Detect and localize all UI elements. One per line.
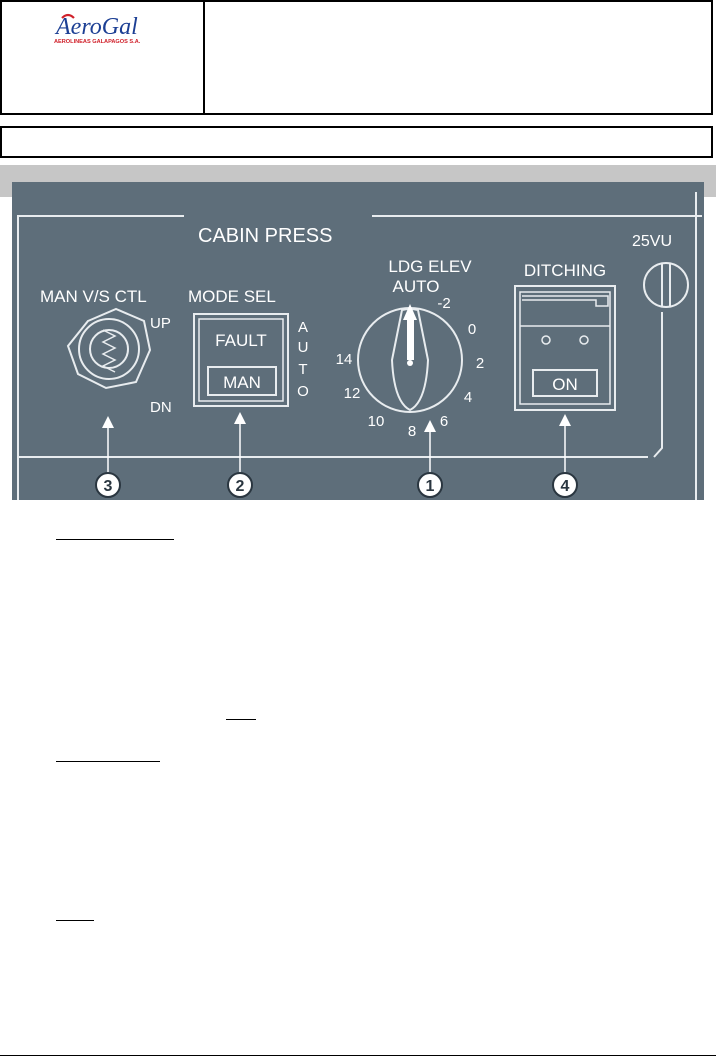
ldg-scale-2: 2: [476, 355, 484, 372]
ldg-elev-auto-label: AUTO: [393, 277, 440, 296]
heading-underline-2: [56, 761, 160, 762]
callout-3: 3: [95, 472, 121, 498]
logo-swoosh: [61, 13, 75, 19]
word-underline: [226, 719, 256, 720]
man-vs-ctl-toggle[interactable]: [66, 307, 152, 390]
ditching-on-label: ON: [552, 375, 578, 394]
svg-text:1: 1: [426, 478, 435, 495]
heading-underline-1: [56, 539, 174, 540]
logo-brand: AeroGal: [54, 14, 138, 40]
callout-4: 4: [552, 472, 578, 498]
ditching-guard[interactable]: [514, 285, 616, 411]
panel-background: [12, 182, 704, 500]
ditching-on-button[interactable]: [532, 369, 598, 397]
mode-sel-auto-a: A: [298, 319, 308, 336]
mode-sel-auto-u: U: [298, 339, 309, 356]
panel-frame-right-inner: [653, 312, 663, 458]
cabin-press-panel: CABIN PRESS 25VU MAN V/S CTL UP DN MODE …: [12, 182, 704, 500]
callout-2: 2: [227, 472, 253, 498]
svg-text:2: 2: [236, 478, 245, 495]
ldg-scale-10: 10: [368, 413, 385, 430]
mode-sel-man-label: MAN: [223, 373, 261, 392]
panel-id: 25VU: [632, 233, 672, 250]
man-vs-ctl-label: MAN V/S CTL: [40, 287, 147, 306]
callout-1: 1: [417, 472, 443, 498]
panel-screw-icon: [643, 262, 689, 308]
heading-underline-3: [56, 920, 94, 921]
ldg-scale-6: 6: [440, 413, 448, 430]
mode-sel-button[interactable]: [193, 313, 289, 407]
ldg-elev-knob[interactable]: [357, 304, 463, 413]
footer-rule: [0, 1055, 716, 1056]
mode-sel-label: MODE SEL: [188, 287, 276, 306]
ditching-label: DITCHING: [524, 261, 606, 280]
mode-sel-auto-o: O: [297, 383, 309, 400]
ldg-scale-8: 8: [408, 423, 416, 440]
ldg-scale-12: 12: [344, 385, 361, 402]
ldg-scale-minus2: -2: [437, 295, 450, 312]
header-divider: [203, 0, 205, 115]
man-vs-up-label: UP: [150, 315, 171, 332]
man-vs-dn-label: DN: [150, 399, 172, 416]
svg-text:3: 3: [104, 478, 113, 495]
header-box: [0, 0, 713, 115]
svg-text:4: 4: [561, 478, 570, 495]
ldg-elev-label: LDG ELEV: [388, 257, 472, 276]
ldg-scale-14: 14: [336, 351, 353, 368]
ldg-scale-4: 4: [464, 389, 472, 406]
ldg-scale-0: 0: [468, 321, 476, 338]
mode-sel-auto-t: T: [298, 361, 307, 378]
aerogal-logo: AeroGal AEROLINEAS GALAPAGOS S.A.: [54, 13, 141, 45]
panel-title: CABIN PRESS: [198, 225, 332, 247]
mode-sel-fault-label: FAULT: [215, 331, 267, 350]
title-bar: [0, 126, 713, 158]
logo-tagline: AEROLINEAS GALAPAGOS S.A.: [54, 39, 141, 45]
panel-frame-left: [17, 215, 184, 500]
